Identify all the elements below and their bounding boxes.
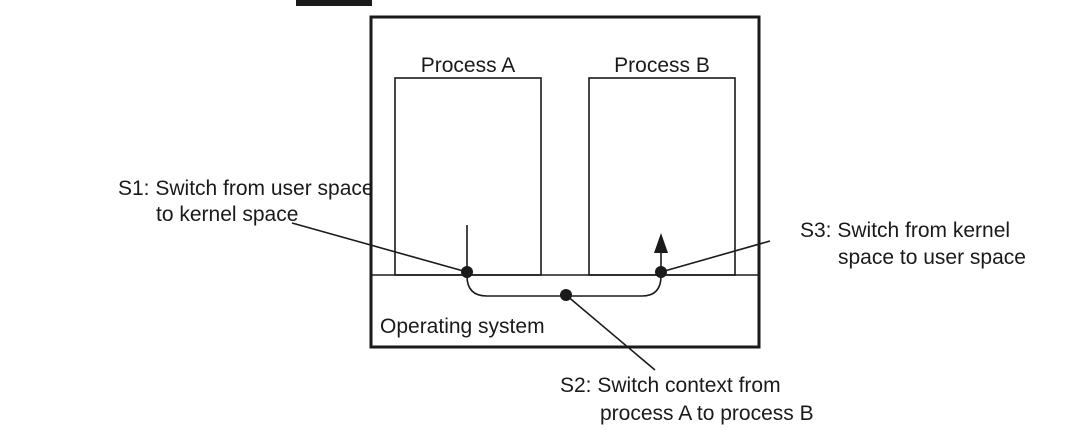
system-frame [369, 15, 761, 349]
s1-label-line1: S1: Switch from user space [118, 177, 374, 200]
s1-leader [291, 222, 468, 273]
s2-label: S2: Switch context from process A to pro… [560, 374, 814, 425]
s3-label: S3: Switch from kernel space to user spa… [800, 219, 1026, 269]
return-arrow-head [654, 233, 668, 253]
execution-path [466, 225, 662, 297]
process-a-box [394, 77, 542, 276]
os-label: Operating system [380, 315, 545, 338]
s3-label-line1: S3: Switch from kernel [800, 219, 1010, 242]
s2-leader [565, 294, 656, 371]
s1-label: S1: Switch from user space to kernel spa… [118, 177, 379, 226]
s1-label-line2: to kernel space [156, 203, 298, 226]
s3-leader [660, 240, 771, 273]
s3-label-line2: space to user space [838, 246, 1026, 269]
process-a-label: Process A [421, 54, 516, 77]
s2-label-line2: process A to process B [600, 402, 814, 425]
process-b-label: Process B [614, 54, 710, 77]
s2-label-line1: S2: Switch context from [560, 374, 781, 397]
cropped-heading-fragment [296, 0, 372, 6]
